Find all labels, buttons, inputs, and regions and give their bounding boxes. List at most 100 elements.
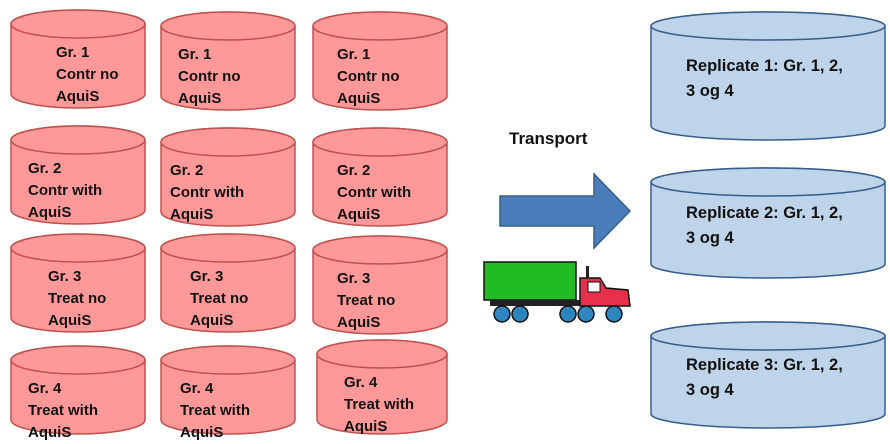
truck-wheel	[493, 305, 511, 323]
truck-wheel	[605, 305, 623, 323]
cylinder-shape	[312, 235, 448, 335]
label-line: AquiS	[178, 90, 222, 107]
label-line: AquiS	[48, 312, 92, 329]
label-line: Gr. 3	[190, 268, 224, 285]
cylinder-shape	[10, 125, 146, 225]
label-line: Gr. 1	[178, 46, 212, 63]
label-line: Treat with	[180, 402, 251, 419]
group-tank: Gr. 1 Contr no AquiS	[10, 9, 146, 109]
label-line: Replicate 1: Gr. 1, 2,	[686, 57, 843, 75]
cylinder-shape	[650, 167, 886, 279]
label-line: Contr with	[170, 184, 245, 201]
cylinder-shape	[10, 9, 146, 109]
truck-wheel	[511, 305, 529, 323]
cylinder-shape	[160, 11, 296, 111]
group-tank: Gr. 3 Treat no AquiS	[10, 233, 146, 333]
cylinder-top	[160, 345, 296, 375]
label-line: Treat with	[344, 396, 415, 413]
label-line: Gr. 3	[337, 270, 371, 287]
group-tank: Gr. 1 Contr no AquiS	[160, 11, 296, 111]
label-line: 3 og 4	[686, 381, 734, 399]
label-line: 3 og 4	[686, 229, 734, 247]
cylinder-top	[312, 235, 448, 265]
cylinder-top	[650, 321, 886, 351]
label-line: Contr with	[337, 184, 412, 201]
group-tank: Gr. 3 Treat no AquiS	[312, 235, 448, 335]
replicate-tank: Replicate 1: Gr. 1, 2, 3 og 4	[650, 11, 886, 141]
label-line: Contr no	[56, 66, 119, 83]
label-line: Gr. 3	[48, 268, 82, 285]
label-line: Gr. 2	[170, 162, 204, 179]
cylinder-shape	[650, 321, 886, 429]
label-line: Treat no	[48, 290, 107, 307]
truck-wheel	[577, 305, 595, 323]
label-line: Gr. 4	[344, 374, 378, 391]
arrow-shape	[499, 172, 632, 250]
label-line: Contr no	[178, 68, 241, 85]
truck-window	[587, 281, 601, 293]
label-line: AquiS	[344, 418, 388, 435]
group-label: Gr. 3 Treat no AquiS	[48, 266, 106, 332]
group-tank: Gr. 3 Treat no AquiS	[160, 233, 296, 333]
cylinder-shape	[10, 345, 146, 435]
label-line: AquiS	[180, 424, 224, 441]
label-line: 3 og 4	[686, 82, 734, 100]
label-line: Replicate 3: Gr. 1, 2,	[686, 356, 843, 374]
cylinder-shape	[160, 127, 296, 227]
label-line: Treat no	[190, 290, 249, 307]
cylinder-top	[160, 11, 296, 41]
cylinder-top	[10, 233, 146, 263]
label-line: AquiS	[28, 204, 72, 221]
label-line: Gr. 4	[28, 380, 62, 397]
cylinder-shape	[650, 11, 886, 141]
right-arrow-icon	[499, 172, 632, 250]
cylinder-top	[650, 11, 886, 41]
cylinder-top	[10, 125, 146, 155]
replicate-tank: Replicate 3: Gr. 1, 2, 3 og 4	[650, 321, 886, 429]
cylinder-top	[160, 233, 296, 263]
cylinder-shape	[160, 345, 296, 435]
label-line: AquiS	[337, 314, 381, 331]
cylinder-top	[160, 127, 296, 157]
label-line: Treat with	[28, 402, 99, 419]
cylinder-top	[10, 9, 146, 39]
label-line: AquiS	[170, 206, 214, 223]
label-line: Gr. 2	[28, 160, 62, 177]
cylinder-top	[10, 345, 146, 375]
cylinder-shape	[10, 233, 146, 333]
truck-trailer	[483, 261, 577, 301]
label-line: Gr. 2	[337, 162, 371, 179]
truck-chassis	[490, 300, 630, 306]
cylinder-shape	[312, 11, 448, 111]
truck-icon	[483, 261, 631, 323]
label-line: Gr. 4	[180, 380, 214, 397]
replicate-label: Replicate 2: Gr. 1, 2, 3 og 4	[686, 201, 843, 251]
label-line: AquiS	[56, 88, 100, 105]
label-line: Gr. 1	[56, 44, 90, 61]
truck-wheel	[559, 305, 577, 323]
label-line: Contr no	[337, 68, 400, 85]
label-line: Treat no	[337, 292, 396, 309]
cylinder-top	[316, 339, 448, 369]
label-line: AquiS	[28, 424, 72, 441]
replicate-label: Replicate 1: Gr. 1, 2, 3 og 4	[686, 54, 843, 104]
label-line: AquiS	[337, 206, 381, 223]
replicate-label: Replicate 3: Gr. 1, 2, 3 og 4	[686, 353, 843, 403]
replicate-tank: Replicate 2: Gr. 1, 2, 3 og 4	[650, 167, 886, 279]
label-line: Replicate 2: Gr. 1, 2,	[686, 204, 843, 222]
cylinder-top	[312, 127, 448, 157]
label-line: AquiS	[190, 312, 234, 329]
group-label: Gr. 3 Treat no AquiS	[337, 268, 395, 334]
cylinder-shape	[160, 233, 296, 333]
group-label: Gr. 1 Contr no AquiS	[178, 44, 240, 110]
